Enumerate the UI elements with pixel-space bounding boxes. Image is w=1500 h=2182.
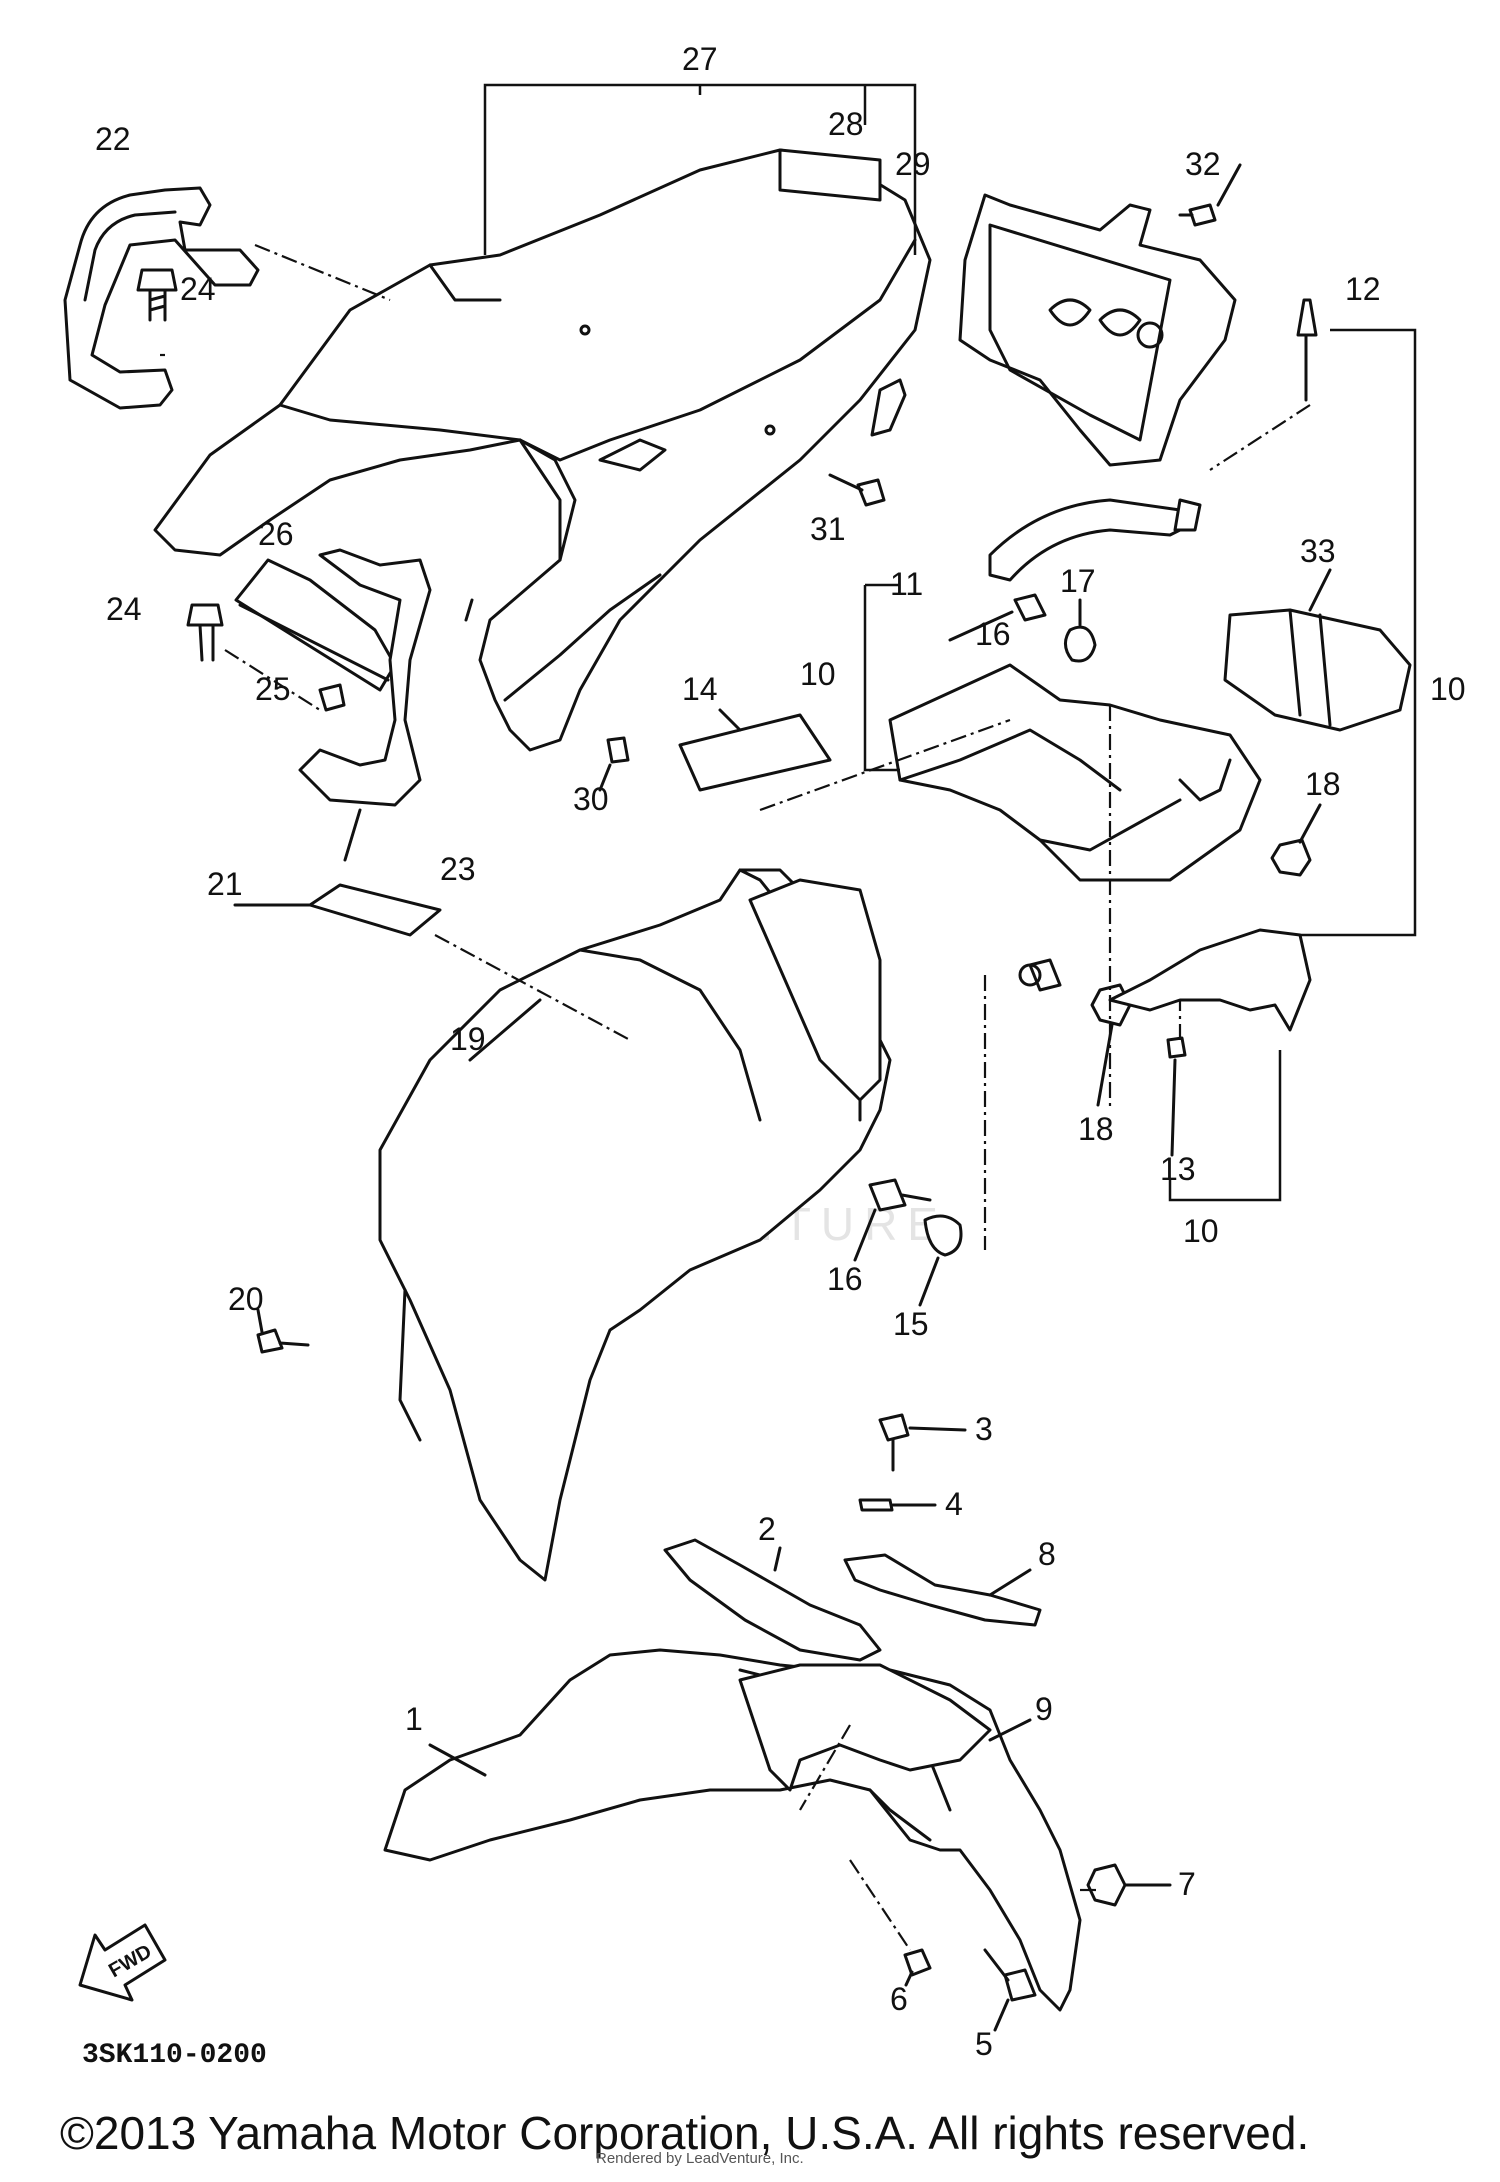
seat[interactable] [153,148,932,752]
collar-13 [1166,1036,1187,1059]
callout-14: 14 [682,671,718,707]
callout-24-top: 24 [180,271,216,307]
callout-21: 21 [207,866,243,902]
callout-18-lower: 18 [1078,1111,1114,1147]
callout-15: 15 [893,1306,929,1342]
callout-24-lower: 24 [106,591,142,627]
callout-31: 31 [810,511,846,547]
clip-4 [858,1498,894,1512]
rear-fender-bracket[interactable] [888,663,1262,882]
leader-lines [160,243,1311,1951]
screw-32 [1178,203,1217,227]
callout-30: 30 [573,781,609,817]
callout-labels: 27 28 29 22 24 32 12 31 11 17 16 33 24 2… [95,41,1466,2062]
grommet-17 [1064,625,1097,663]
bolt-30 [606,736,630,764]
collar-15 [923,1214,963,1257]
bolt-5 [983,1948,1037,2002]
callout-11: 11 [890,566,923,602]
fender-label-21 [308,883,442,937]
bolt-16-upper [1013,593,1047,622]
nut-18-upper [1270,838,1312,877]
tail-light-bracket[interactable] [988,498,1202,582]
seat-hook [870,378,907,437]
callout-1: 1 [405,1701,423,1737]
bolt-20 [256,1328,310,1354]
tail-light-housing[interactable] [958,193,1237,467]
callout-9: 9 [1035,1691,1053,1727]
callout-23: 23 [440,851,476,887]
callout-13: 13 [1160,1151,1196,1187]
rivet-12 [1296,298,1318,402]
callout-5: 5 [975,2026,993,2062]
callout-12: 12 [1345,271,1381,307]
render-credit: Rendered by LeadVenture, Inc. [596,2150,804,2167]
callout-29: 29 [895,146,931,182]
callout-18-upper: 18 [1305,766,1341,802]
callout-26: 26 [258,516,294,552]
diagram-code: 3SK110-0200 [82,2040,267,2071]
washer-6 [903,1948,932,1977]
callout-10-right: 10 [1430,671,1466,707]
fender-bracket-2 [663,1538,882,1662]
callout-16-lower: 16 [827,1261,863,1297]
callout-8: 8 [1038,1536,1056,1572]
bolt-16-lower [868,1178,932,1212]
bolt-24-lower [186,603,224,662]
bolt-3 [878,1413,910,1472]
fender-brace-8 [843,1553,1042,1627]
callout-10-mid: 10 [800,656,836,692]
callout-28: 28 [828,106,864,142]
callout-2: 2 [758,1511,776,1547]
callout-4: 4 [945,1486,963,1522]
grab-bar[interactable] [63,186,260,410]
rear-fender-mount [748,878,1062,1102]
callout-32: 32 [1185,146,1221,182]
seat-plate [234,558,397,692]
screw-31 [828,473,886,507]
callout-7: 7 [1178,1866,1196,1902]
nut-7 [1086,1863,1127,1907]
callout-33: 33 [1300,533,1336,569]
callout-25: 25 [255,671,291,707]
inner-fender[interactable] [738,1663,992,1792]
callout-22: 22 [95,121,131,157]
callout-27: 27 [682,41,718,77]
group-brackets [483,83,1417,1202]
mud-flap[interactable] [1108,928,1312,1032]
fender-label-14 [678,713,832,792]
callout-3: 3 [975,1411,993,1447]
callout-10-bottom: 10 [1183,1213,1219,1249]
front-fender[interactable] [383,1648,1082,2012]
tool-bag[interactable] [1223,608,1412,732]
fwd-arrow-icon: FWD [78,1923,167,2002]
callout-17: 17 [1060,563,1096,599]
copyright-notice: ©2013 Yamaha Motor Corporation, U.S.A. A… [60,2107,1310,2159]
bolt-24-top [136,268,178,322]
seat-emblem [778,148,882,202]
callout-6: 6 [890,1981,908,2017]
callout-ticks [233,163,1332,2032]
bolt-25 [318,683,346,712]
side-cover[interactable] [298,548,432,807]
